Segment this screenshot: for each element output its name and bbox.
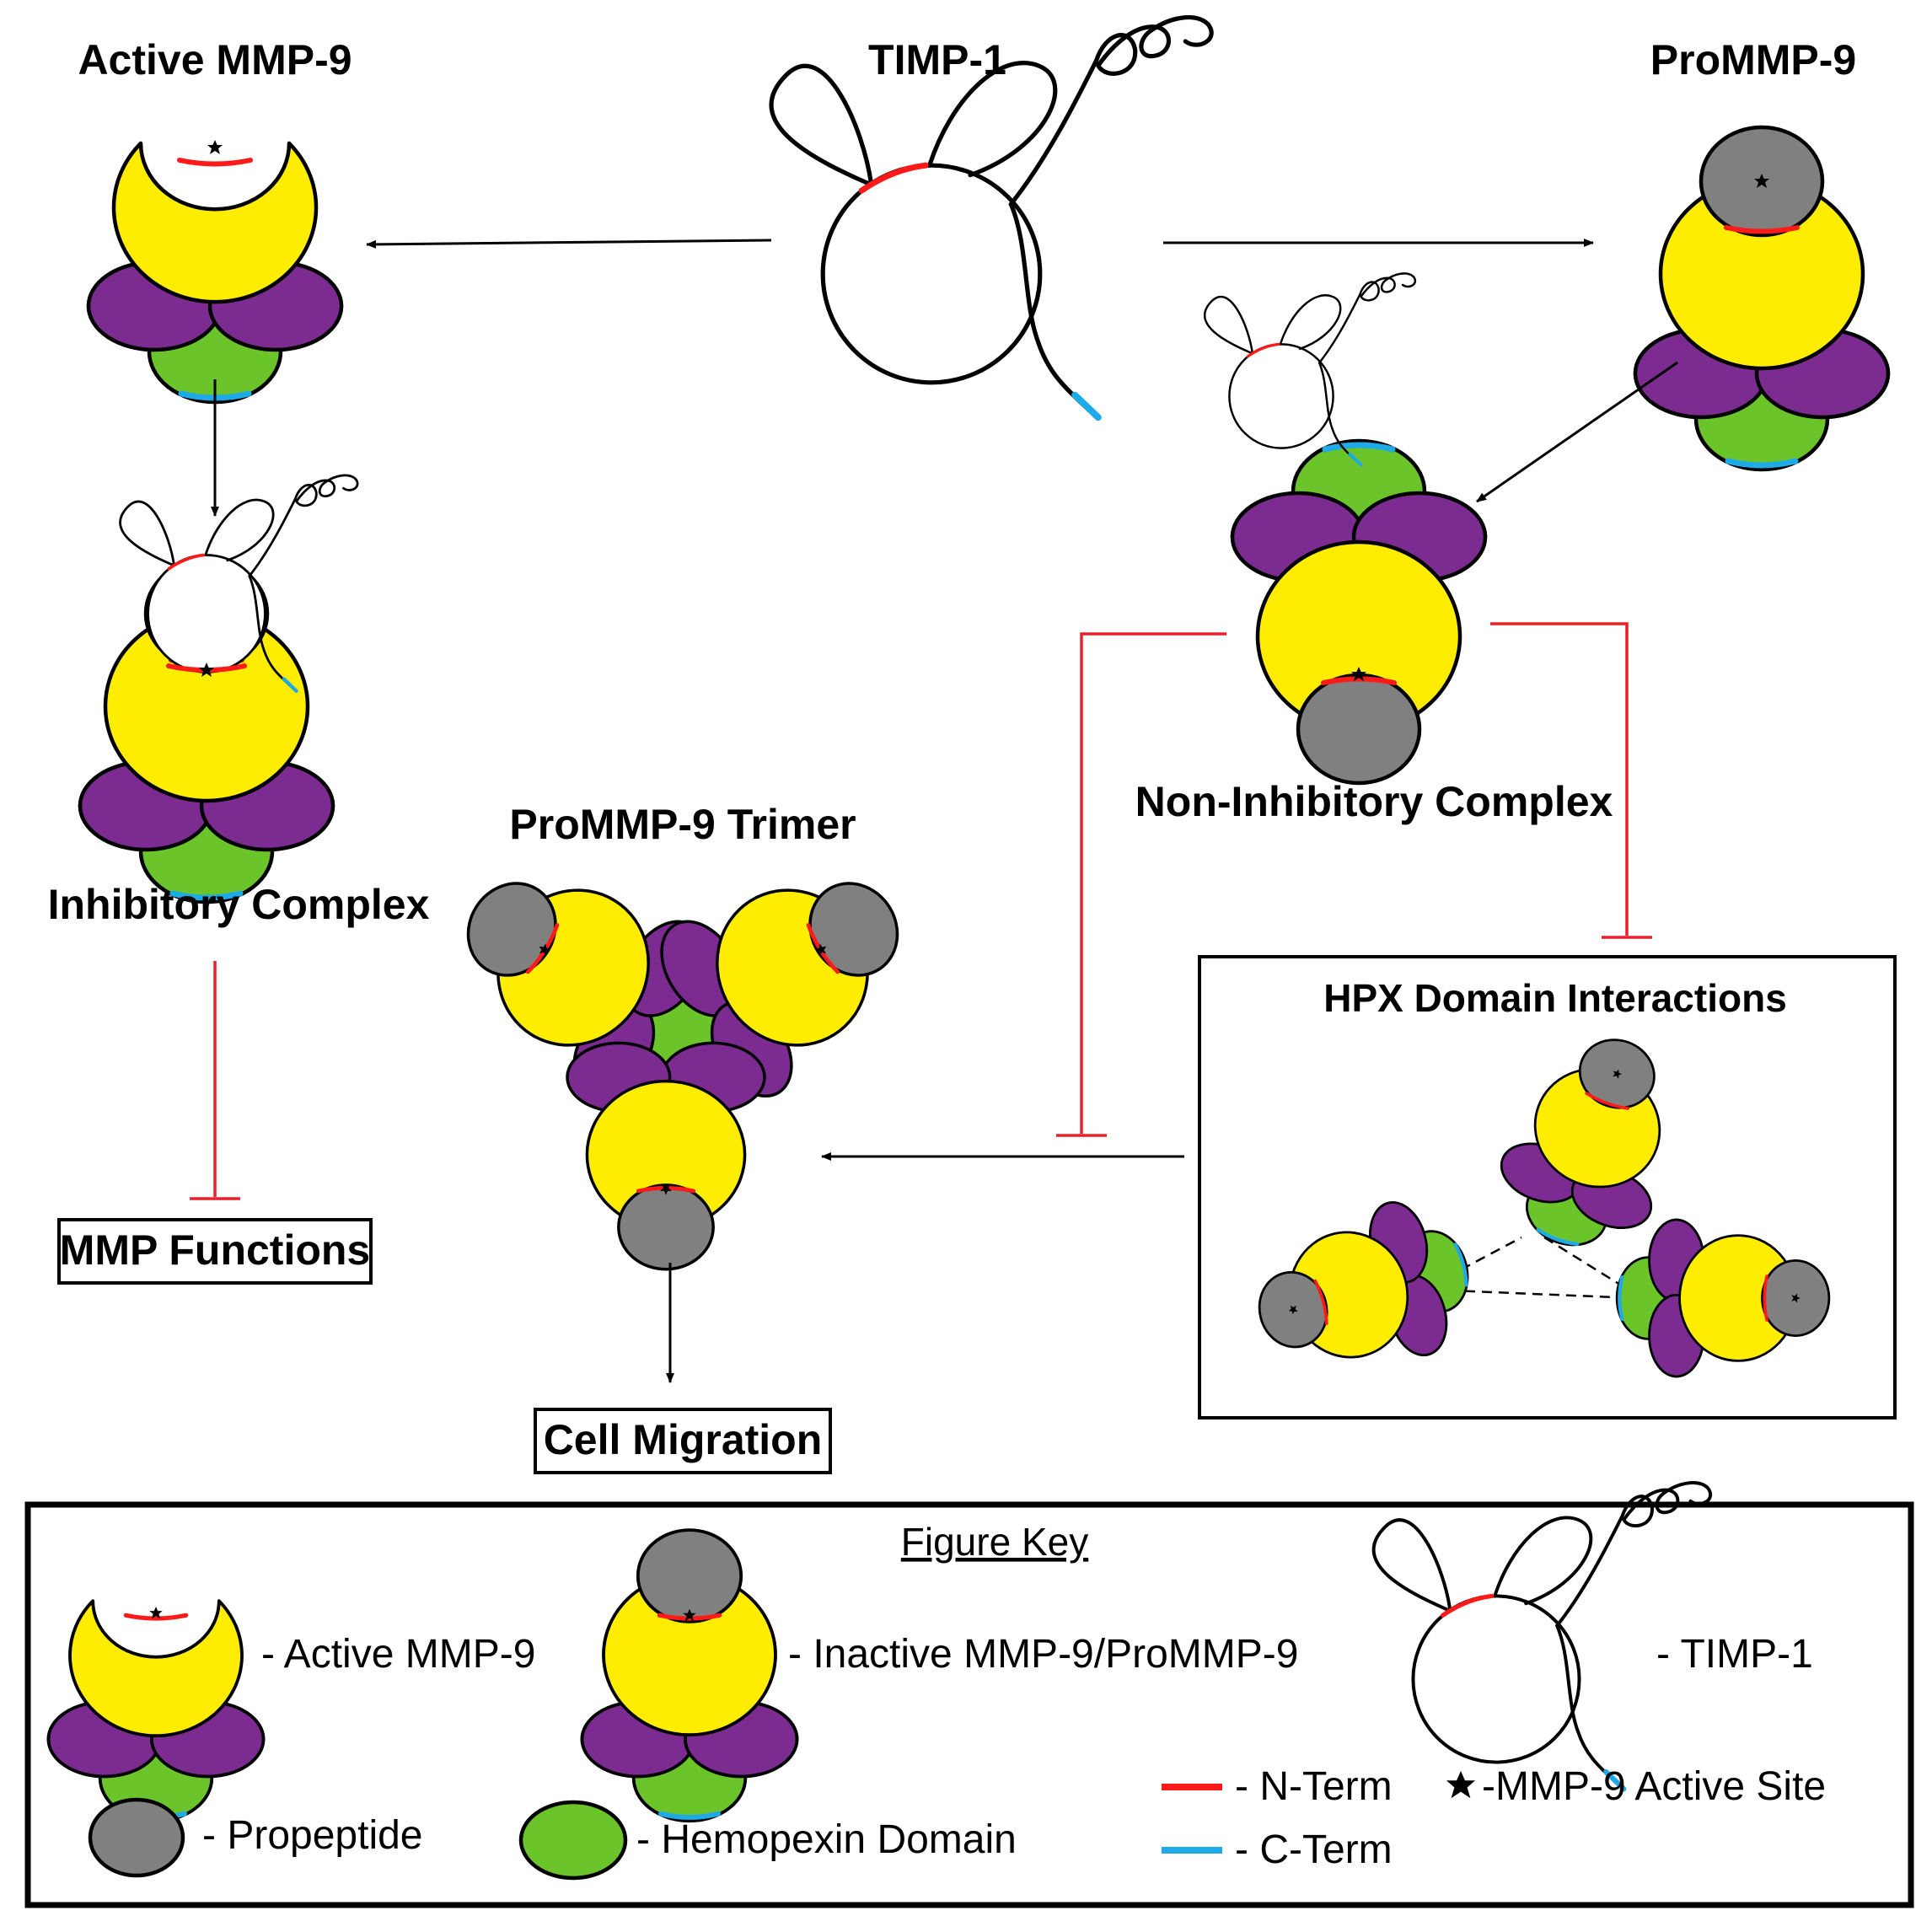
- inhibition-line-to-trimer: [1080, 632, 1226, 1134]
- key-cterm-label: - C-Term: [1235, 1827, 1393, 1872]
- label-inhibitory-complex: Inhibitory Complex: [48, 881, 430, 928]
- cell-migration-box: [534, 1408, 832, 1474]
- label-cell-migration: Cell Migration: [544, 1416, 823, 1463]
- key-star-icon: [1446, 1770, 1476, 1799]
- prommp9-trimer-molecule: [466, 882, 899, 1271]
- label-hpx-domain-interactions: HPX Domain Interactions: [1323, 976, 1787, 1020]
- key-propeptide-icon: [88, 1797, 185, 1878]
- key-propeptide-label: - Propeptide: [202, 1813, 423, 1858]
- label-prommp9-trimer: ProMMP-9 Trimer: [509, 801, 856, 848]
- label-non-inhibitory-complex: Non-Inhibitory Complex: [1135, 778, 1613, 825]
- hpx-molecules: [1241, 1016, 1829, 1394]
- arrow-timp-to-active: [366, 239, 772, 249]
- hpx-domain-box: [1198, 955, 1897, 1419]
- key-hemopexin-label: - Hemopexin Domain: [636, 1817, 1017, 1862]
- key-nterm-label: - N-Term: [1235, 1764, 1393, 1809]
- label-mmp-functions: MMP Functions: [60, 1226, 371, 1274]
- active-mmp9-molecule: [89, 140, 341, 402]
- key-active-mmp9-label: - Active MMP-9: [261, 1632, 535, 1677]
- figure-key-box: [24, 1501, 1914, 1908]
- key-timp1-label: - TIMP-1: [1656, 1632, 1813, 1677]
- key-hemopexin-icon: [518, 1800, 628, 1881]
- label-prommp9: ProMMP-9: [1650, 36, 1856, 83]
- key-active-mmp9-icon: [48, 1601, 263, 1821]
- arrow-pro-to-noninhibitory: [1476, 361, 1678, 503]
- key-inactive-mmp9-icon: [582, 1530, 797, 1821]
- inhibitory-complex-molecule: [80, 475, 357, 902]
- label-timp1: TIMP-1: [868, 36, 1006, 83]
- key-active-site-label: -MMP-9 Active Site: [1482, 1764, 1826, 1809]
- mmp-functions-box: [57, 1218, 373, 1285]
- key-inactive-mmp9-label: - Inactive MMP-9/ProMMP-9: [788, 1632, 1298, 1677]
- prommp9-molecule: [1635, 127, 1888, 470]
- figure-key-title: Figure Key: [901, 1520, 1088, 1564]
- label-active-mmp9: Active MMP-9: [78, 36, 352, 83]
- non-inhibitory-complex-molecule: [1203, 271, 1485, 783]
- inhibition-line-to-hpx: [1490, 622, 1629, 936]
